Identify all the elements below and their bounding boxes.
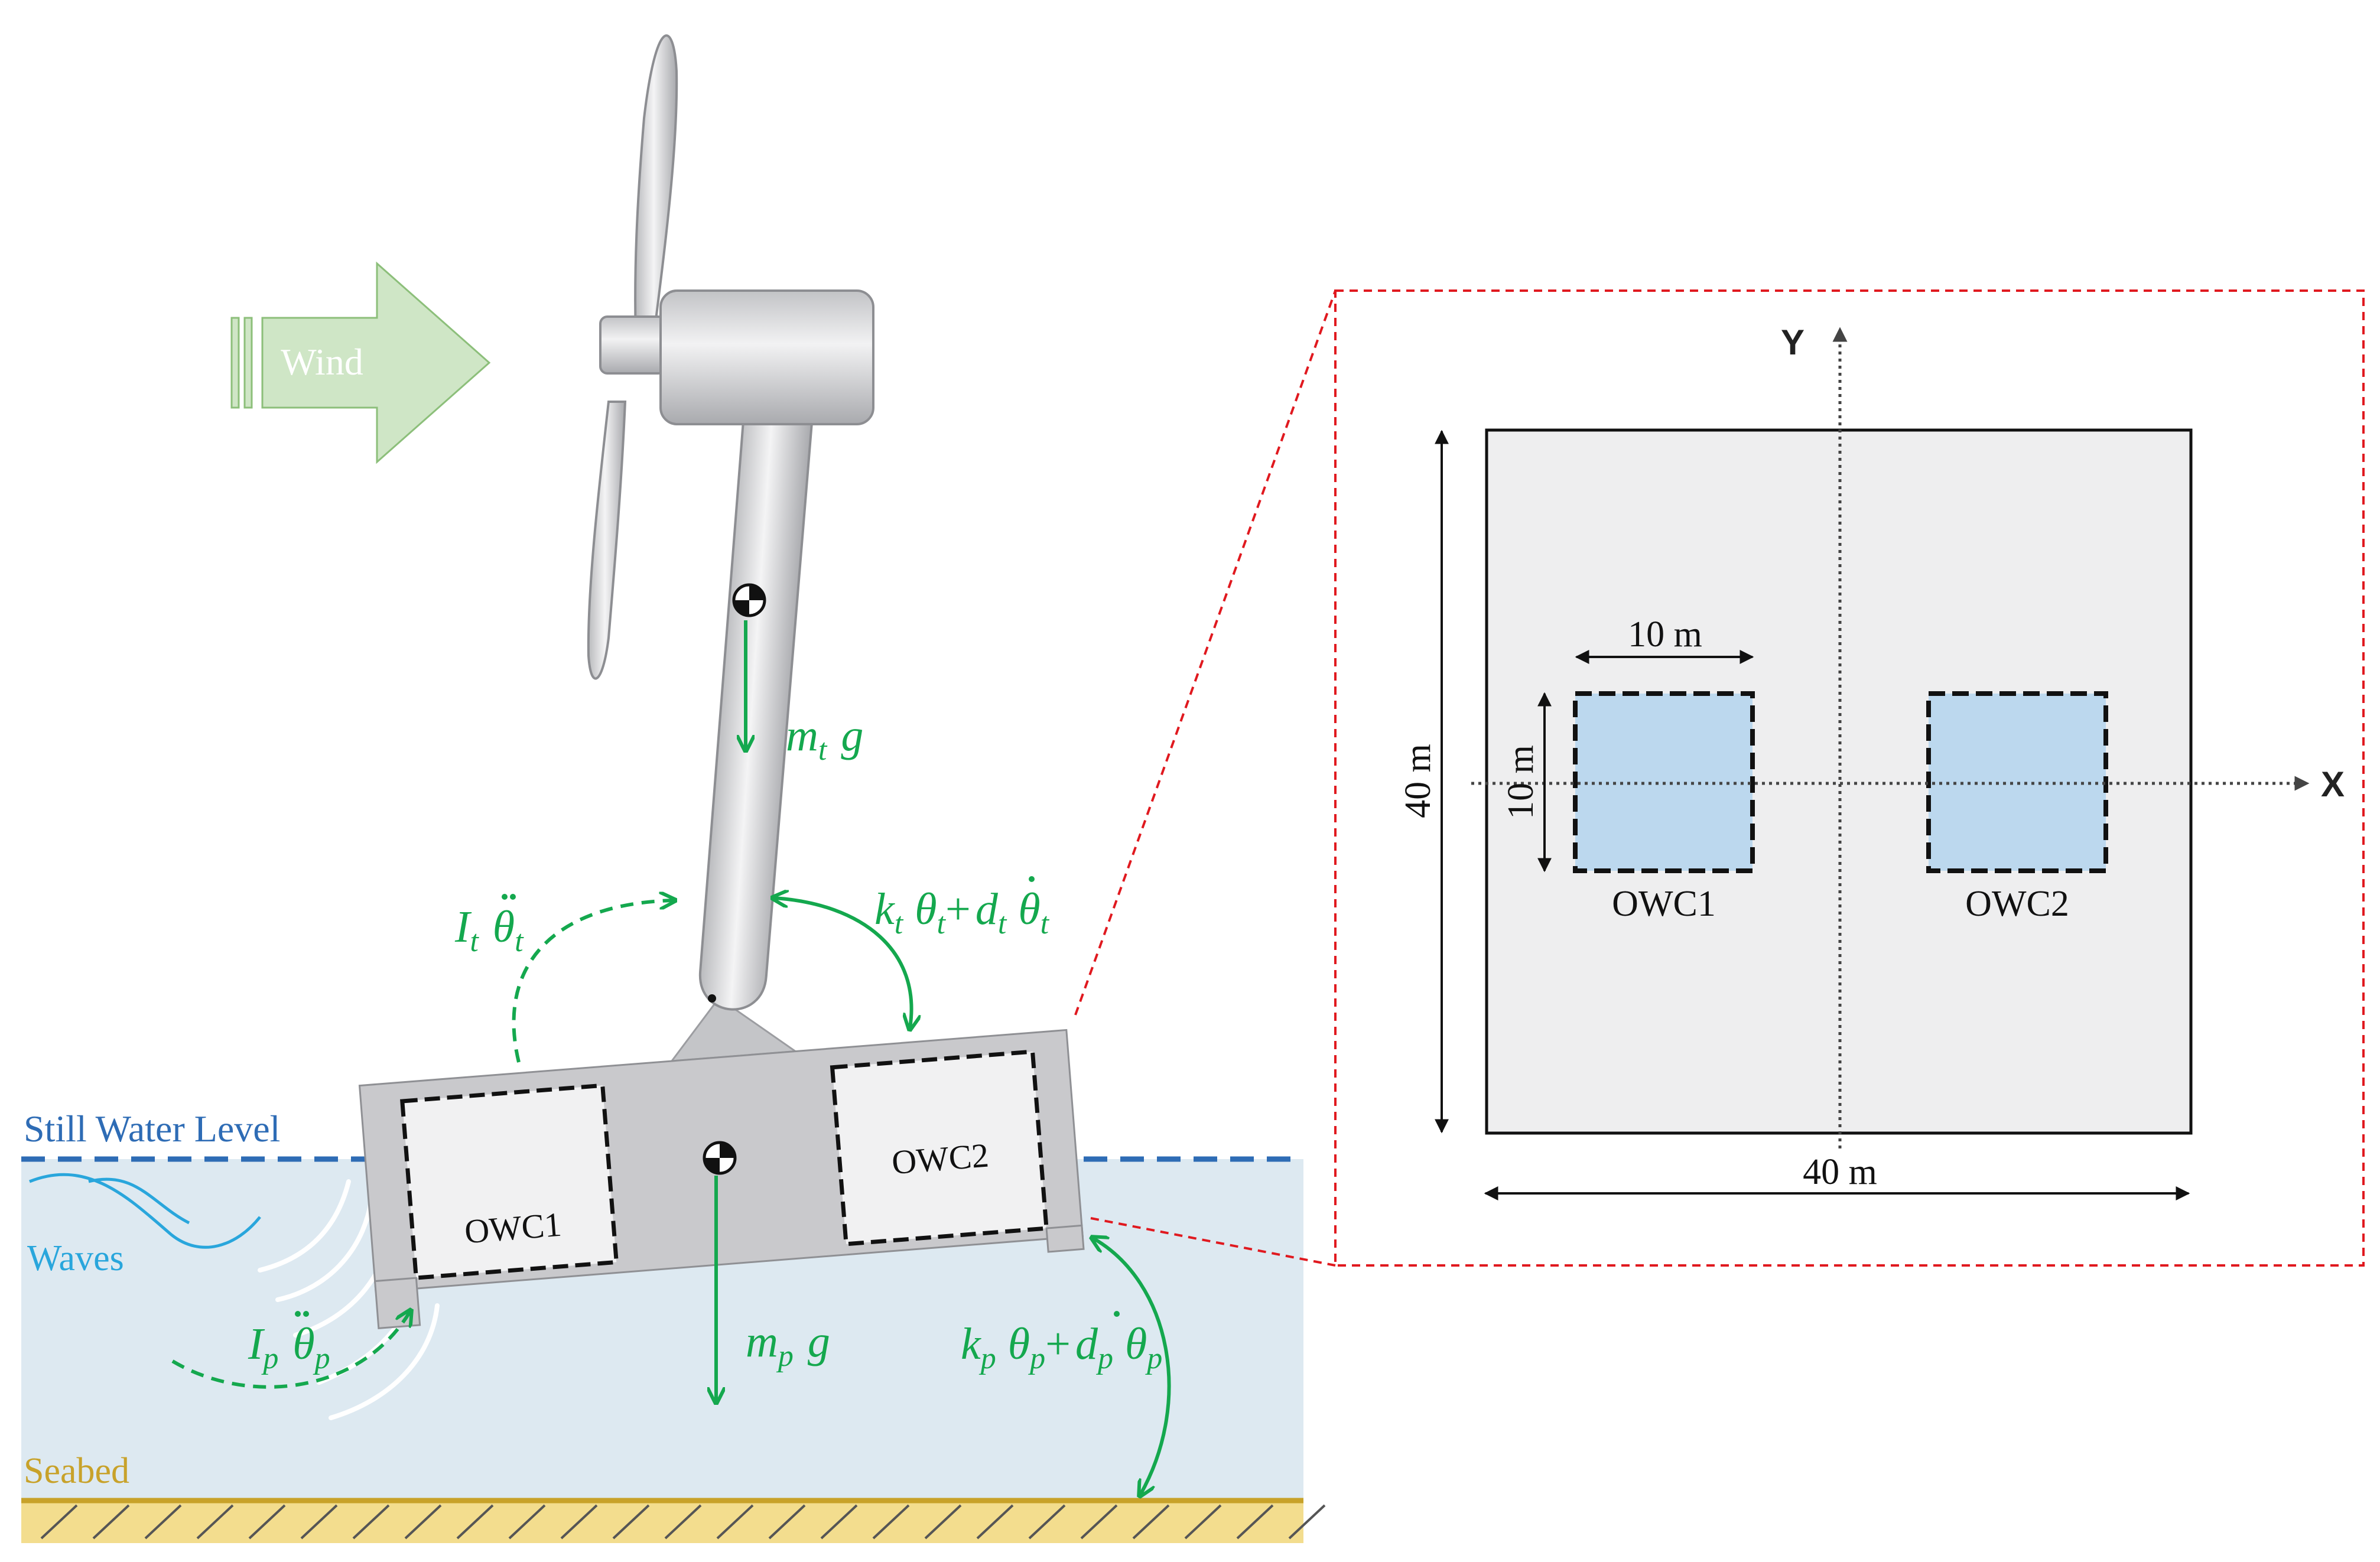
turbine-spring-arrow (774, 898, 912, 1028)
blade-upper (634, 34, 678, 367)
seabed-hatch-mark (560, 1504, 598, 1540)
seabed-hatch-mark (1184, 1504, 1222, 1540)
turbine-inertia-arrow (512, 900, 674, 1063)
seabed-hatch-mark (248, 1504, 286, 1540)
seabed-hatch-mark (144, 1504, 182, 1540)
seabed-hatch-mark (976, 1504, 1014, 1540)
turbine-cg-icon (732, 583, 766, 617)
seabed-label: Seabed (24, 1451, 129, 1491)
top-view: X Y 40 m 40 m 10 m 10 m OWC1 OWC2 (1398, 323, 2345, 1200)
seabed-hatch-mark (404, 1504, 442, 1540)
platform-cg-icon (703, 1141, 737, 1175)
seabed-hatch-mark (92, 1504, 130, 1540)
seabed-hatch-mark (196, 1504, 234, 1540)
y-axis-label: Y (1781, 323, 1804, 362)
seabed-hatch-mark (456, 1504, 494, 1540)
seabed-hatch-mark (1236, 1504, 1274, 1540)
owc2-side-label: OWC2 (890, 1136, 990, 1182)
platform: OWC1 OWC2 (358, 997, 1085, 1329)
wind-label: Wind (281, 341, 363, 383)
platform-spring-arrow (1093, 1238, 1171, 1495)
seabed-hatch-mark (664, 1504, 702, 1540)
seabed-hatch-mark (872, 1504, 910, 1540)
owc2-top-label: OWC2 (1965, 884, 2069, 924)
owc1-top-label: OWC1 (1612, 884, 1716, 924)
wind-arrow: Wind (230, 261, 491, 464)
seabed-hatch-mark (768, 1504, 806, 1540)
x-axis-label: X (2321, 764, 2345, 804)
owc2-chamber (830, 1049, 1049, 1247)
owc-width-label: 10 m (1628, 614, 1702, 655)
tower (699, 399, 815, 1011)
tower-pivot (708, 994, 716, 1003)
waves-icon (29, 1173, 261, 1249)
owc1-side-label: OWC1 (463, 1205, 563, 1251)
owc1-chamber (400, 1083, 619, 1280)
seabed-hatch-mark (716, 1504, 754, 1540)
seabed (21, 1498, 1326, 1543)
platform-inertia-arrow (171, 1312, 410, 1389)
owc-height-label: 10 m (1501, 745, 1541, 819)
zoom-callout (1074, 289, 2365, 1267)
nacelle (659, 289, 874, 425)
seabed-hatch-mark (820, 1504, 858, 1540)
derivative-dots (295, 876, 1120, 1317)
seabed-hatch-mark (1080, 1504, 1118, 1540)
waves-label: Waves (27, 1238, 124, 1278)
seabed-hatch-mark (924, 1504, 962, 1540)
still-water-level-label: Still Water Level (24, 1108, 280, 1150)
seabed-hatch-mark (1288, 1504, 1326, 1540)
seabed-hatch-mark (352, 1504, 390, 1540)
wind-turbine (587, 34, 874, 1011)
seabed-hatch-mark (300, 1504, 338, 1540)
seabed-hatch-mark (1028, 1504, 1066, 1540)
seabed-hatch-mark (40, 1504, 78, 1540)
seabed-hatch-mark (612, 1504, 650, 1540)
seabed-hatch-mark (1132, 1504, 1170, 1540)
seabed-hatch-mark (508, 1504, 546, 1540)
blade-lower (587, 401, 627, 680)
rotor-hub (599, 315, 666, 375)
height-label: 40 m (1398, 744, 1438, 818)
width-label: 40 m (1803, 1152, 1877, 1192)
